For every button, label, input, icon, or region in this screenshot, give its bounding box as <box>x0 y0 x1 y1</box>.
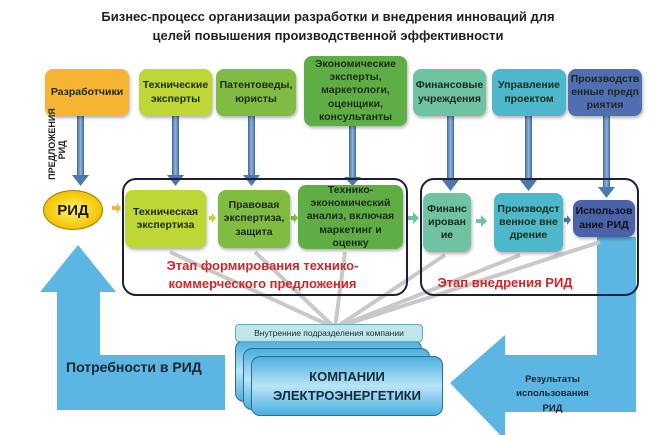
side-label: ПРЕДЛОЖЕНИЯ РИД <box>47 108 67 180</box>
stage2-frame <box>420 178 639 296</box>
step-production-implementation: Производственное внедрение <box>494 193 563 252</box>
title-line-2: целей повышения производственной эффекти… <box>152 28 504 43</box>
company-card-front: КОМПАНИИ ЭЛЕКТРОЭНЕРГЕТИКИ <box>251 356 443 416</box>
internal-units-label: Внутренние подразделения компании <box>235 324 423 342</box>
stage1-frame <box>122 178 408 296</box>
actor-arrows <box>72 115 615 198</box>
actor-economic-experts: Экономические эксперты, маркетологи, оце… <box>304 56 407 126</box>
company-line-1: КОМПАНИИ <box>309 368 385 384</box>
actor-patent-lawyers: Патентоведы, юристы <box>216 69 296 116</box>
needs-arrow <box>40 245 225 410</box>
rid-node: РИД <box>43 190 103 230</box>
internal-links <box>169 240 601 330</box>
company-line-2: ЭЛЕКТРОЭНЕРГЕТИКИ <box>273 388 421 403</box>
step-rid-usage: Использование РИД <box>573 200 635 237</box>
results-label: Результаты использования РИД <box>516 374 589 414</box>
actor-production-enterprises: Производственные предприятия <box>568 69 642 116</box>
step-technical-expertise: Техническая экспертиза <box>125 190 206 248</box>
results-arrow <box>450 237 636 435</box>
step-financing: Финансирование <box>423 193 471 252</box>
actor-financial-institutions: Финансовые учреждения <box>413 69 486 116</box>
actor-project-management: Управление проектом <box>492 69 566 116</box>
actor-developers: Разработчики <box>45 69 129 116</box>
actor-technical-experts: Технические эксперты <box>139 69 212 116</box>
step-techno-economic-analysis: Технико-экономический анализ, включая ма… <box>298 184 403 249</box>
step-legal-expertise: Правовая экспертиза, защита <box>218 190 290 248</box>
stage2-label: Этап внедрения РИД <box>437 275 573 290</box>
stage1-label: Этап формирования технико-коммерческого … <box>166 258 359 291</box>
title-line-1: Бизнес-процесс организации разработки и … <box>101 9 555 24</box>
needs-label: Потребности в РИД <box>66 359 202 375</box>
